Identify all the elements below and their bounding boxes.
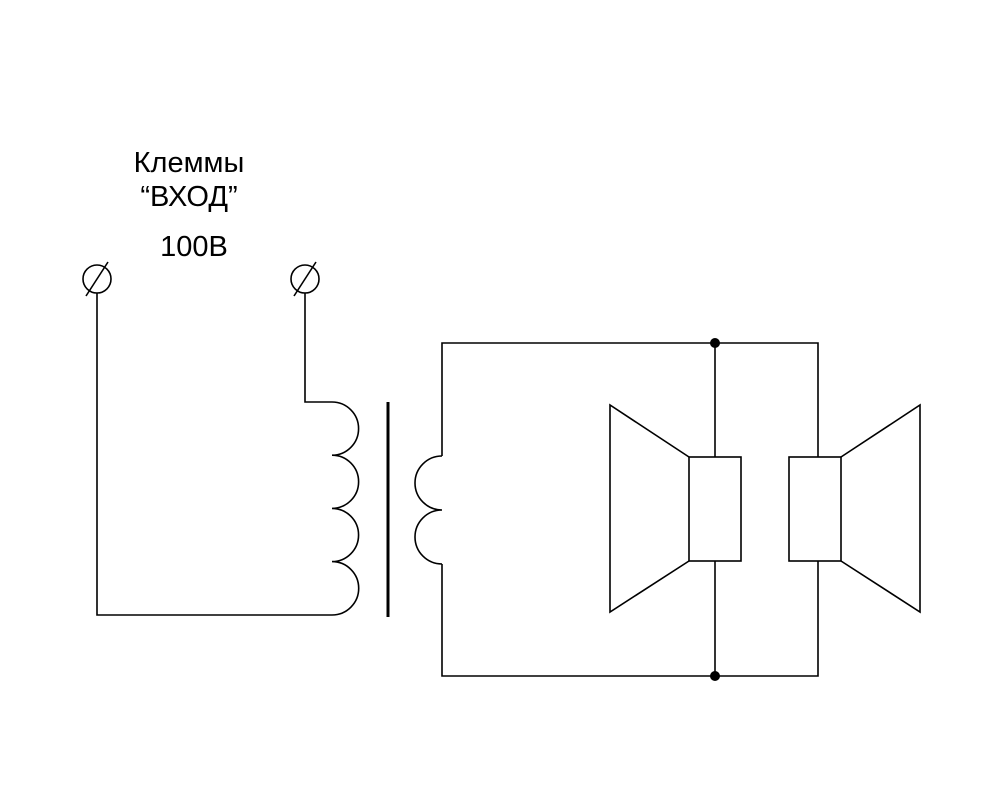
speaker-left-icon	[609, 403, 742, 614]
secondary-winding	[414, 455, 443, 565]
input-label: “ВХОД”	[140, 181, 237, 213]
secondary-wire-bottom	[441, 561, 819, 677]
secondary-wire-top	[441, 342, 819, 457]
primary-wire-right	[304, 293, 332, 403]
junction-dot-top	[710, 338, 720, 348]
primary-winding	[331, 401, 360, 616]
speaker-right-icon	[788, 403, 921, 614]
primary-wire-left	[96, 293, 332, 616]
junction-dot-bottom	[710, 671, 720, 681]
input-terminal-right	[290, 261, 320, 297]
terminals-label: Клеммы	[134, 147, 245, 179]
voltage-label: 100В	[160, 231, 228, 263]
input-terminal-left	[82, 261, 112, 297]
